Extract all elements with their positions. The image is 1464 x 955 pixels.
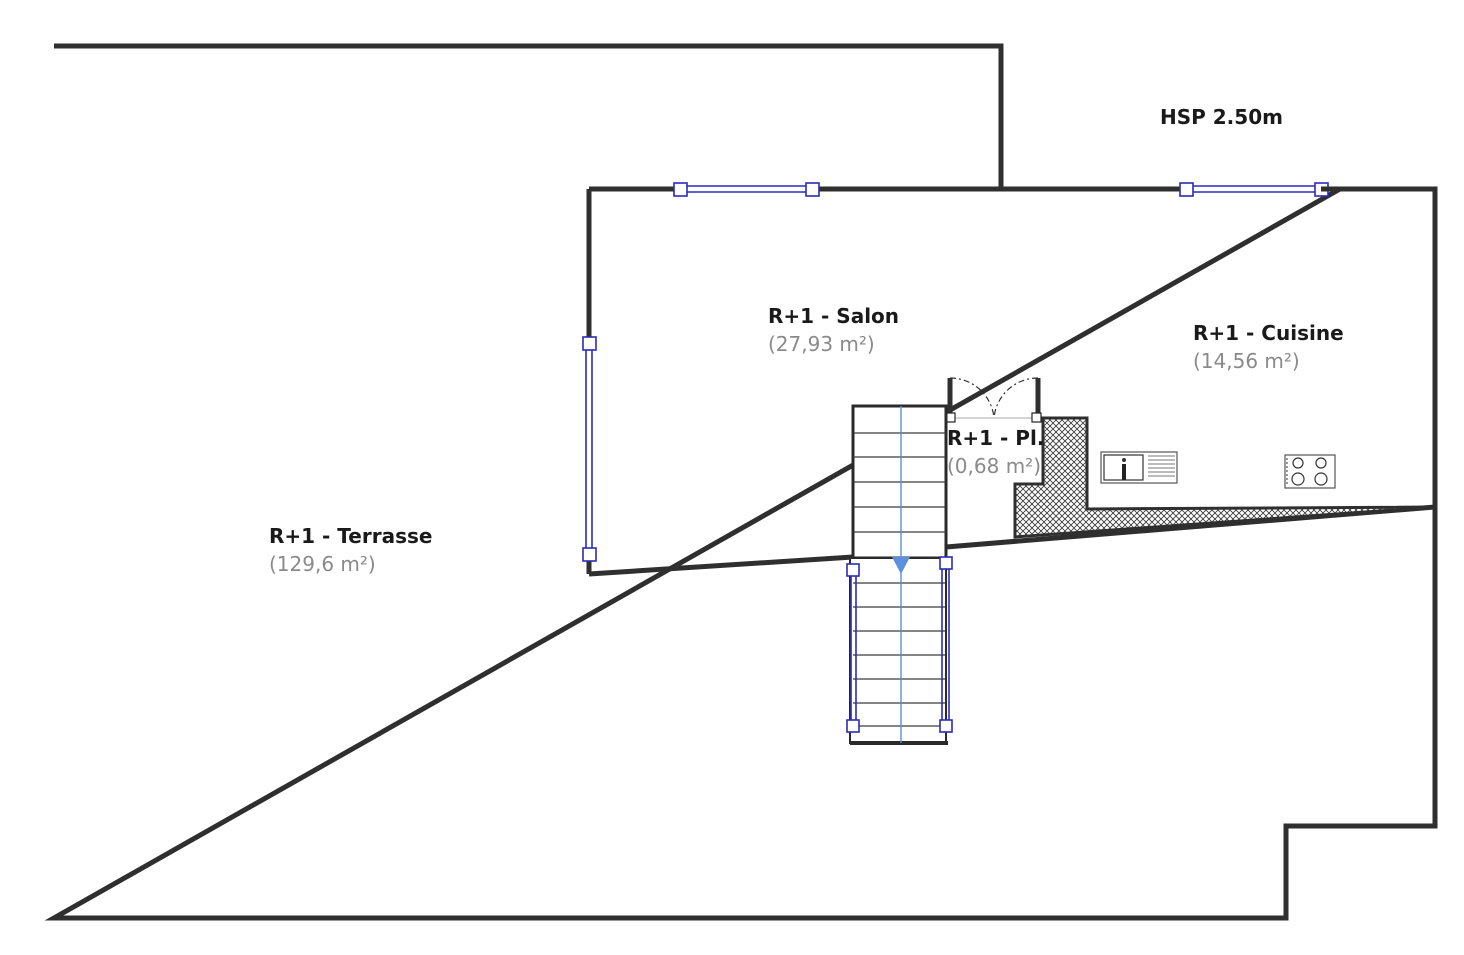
placard-wall [947, 378, 1041, 418]
ceiling-height-label: HSP 2.50m [1160, 105, 1283, 129]
room-area-terrasse: (129,6 m²) [269, 552, 376, 576]
room-name-placard: R+1 - Pl. [947, 426, 1044, 450]
cooktop-icon [1284, 454, 1336, 489]
staircase[interactable] [846, 404, 953, 745]
window-top-left[interactable] [673, 182, 820, 197]
window-left[interactable] [582, 336, 597, 562]
window-top-right[interactable] [1179, 182, 1329, 197]
stair-steps-lower [853, 582, 946, 727]
double-door-icon [945, 377, 1042, 423]
sink-icon [1100, 451, 1178, 484]
salon-bottom-wall-left [588, 554, 854, 577]
room-area-placard: (0,68 m²) [947, 454, 1041, 478]
room-area-salon: (27,93 m²) [768, 332, 875, 356]
stair-steps-upper [853, 432, 946, 533]
terrace-outer-wall [44, 43, 1438, 921]
stair-direction-arrow-icon [892, 557, 910, 574]
room-name-cuisine: R+1 - Cuisine [1193, 321, 1344, 345]
room-name-salon: R+1 - Salon [768, 304, 899, 328]
room-area-cuisine: (14,56 m²) [1193, 349, 1300, 373]
hatched-counter [1013, 416, 1436, 539]
room-name-terrasse: R+1 - Terrasse [269, 524, 432, 548]
